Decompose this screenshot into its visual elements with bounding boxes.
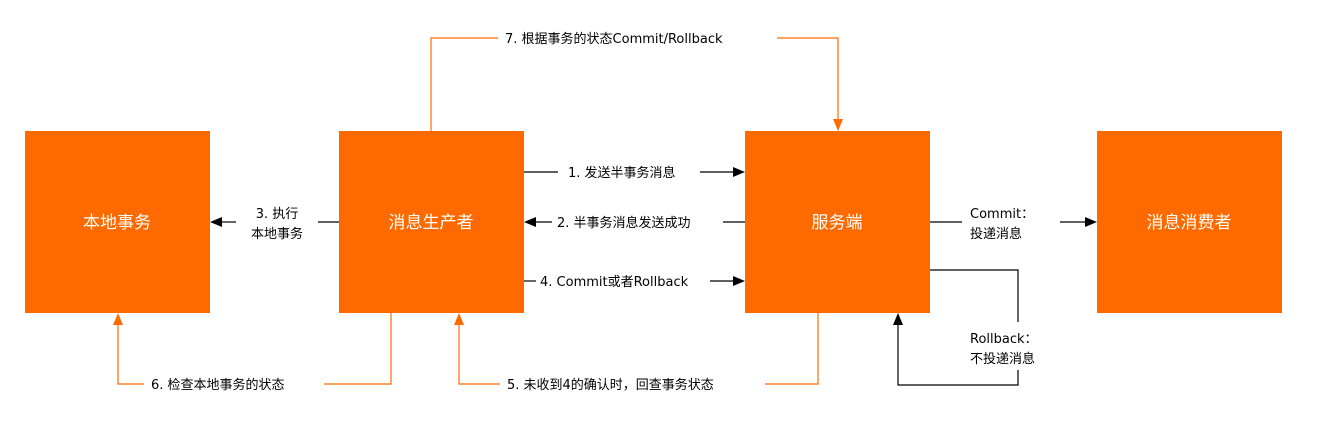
arrowhead-step6 [113,313,123,325]
step1-label: 1. 发送半事务消息 [568,165,676,181]
rollback-label-line1: Rollback： [970,332,1038,347]
commit-label-line2: 投递消息 [970,226,1022,242]
local-transaction-label: 本地事务 [83,213,151,233]
edge-step3: 3. 执行 本地事务 [210,207,339,242]
step3-label-line2: 本地事务 [251,226,303,242]
arrowhead-rollback [893,313,903,325]
arrowhead-step4 [733,276,745,286]
node-consumer: 消息消费者 [1097,131,1282,313]
arrowhead-step3 [210,217,222,227]
server-box [745,131,930,313]
step4-label: 4. Commit或者Rollback [540,275,689,290]
commit-label-line1: Commit： [970,207,1034,222]
arrowhead-step7 [833,119,843,131]
edge-rollback: Rollback： 不投递消息 [893,269,1038,386]
consumer-label: 消息消费者 [1147,213,1232,233]
step3-label-line1: 3. 执行 [256,207,299,222]
edge-step5: 5. 未收到4的确认时，回查事务状态 [454,313,819,393]
edge-step7: 7. 根据事务的状态Commit/Rollback [430,31,843,131]
edge-step1: 1. 发送半事务消息 [524,165,745,181]
server-label: 服务端 [812,213,863,233]
node-server: 服务端 [745,131,930,313]
node-local-transaction: 本地事务 [25,131,210,313]
producer-box [339,131,524,313]
producer-label: 消息生产者 [389,213,474,233]
arrowhead-step1 [733,167,745,177]
edge-commit: Commit： 投递消息 [930,207,1097,242]
edge-step6: 6. 检查本地事务的状态 [113,313,392,393]
rollback-label-line2: 不投递消息 [970,351,1035,367]
node-producer: 消息生产者 [339,131,524,313]
edge-step4: 4. Commit或者Rollback [524,275,745,290]
local-transaction-box [25,131,210,313]
arrowhead-commit [1085,217,1097,227]
step7-label: 7. 根据事务的状态Commit/Rollback [505,31,723,47]
arrowhead-step5 [454,313,464,325]
step6-label: 6. 检查本地事务的状态 [151,377,285,393]
arrowhead-step2 [524,217,536,227]
step2-label: 2. 半事务消息发送成功 [557,215,691,231]
edge-step2: 2. 半事务消息发送成功 [524,215,745,231]
step5-label: 5. 未收到4的确认时，回查事务状态 [507,377,714,393]
consumer-box [1097,131,1282,313]
